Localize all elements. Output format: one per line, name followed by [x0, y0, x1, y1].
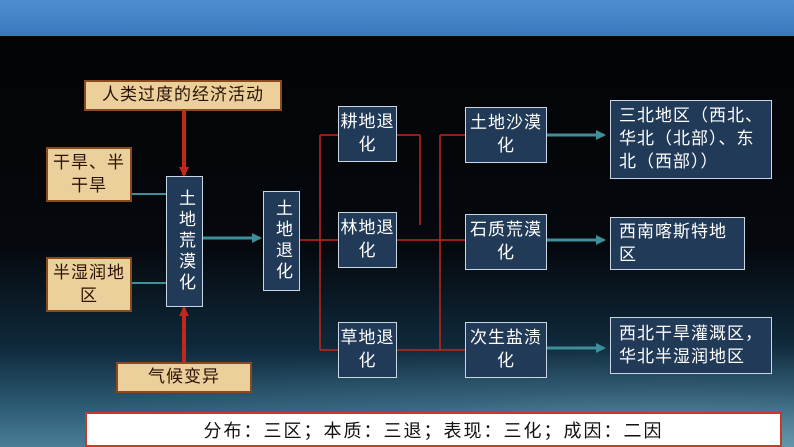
factor-human-activity: 人类过度的经济活动: [84, 80, 282, 111]
node-secondary-salinization: 次生盐渍化: [465, 322, 547, 378]
top-banner: [0, 0, 794, 36]
factor-humid: 半湿润地区: [46, 257, 132, 312]
factor-arid: 干旱、半干旱: [46, 147, 132, 202]
node-grassland-degradation: 草地退化: [338, 322, 397, 378]
region-southwest-karst: 西南喀斯特地区: [610, 217, 745, 270]
node-land-desertification: 土地荒漠化: [166, 176, 203, 307]
node-sand-desertification: 土地沙漠化: [465, 107, 547, 163]
node-forest-degradation: 林地退化: [338, 212, 397, 268]
node-land-degradation: 土地退化: [263, 191, 300, 291]
factor-climate: 气候变异: [116, 362, 252, 393]
node-rocky-desertification: 石质荒漠化: [465, 214, 547, 270]
summary-bar: 分布：三区；本质：三退；表现：三化；成因：二因: [85, 412, 782, 447]
region-three-north: 三北地区（西北、华北（北部）、东北（西部））: [610, 100, 772, 179]
region-northwest-north-china: 西北干旱灌溉区，华北半湿润地区: [610, 317, 772, 374]
node-farmland-degradation: 耕地退化: [338, 106, 397, 162]
